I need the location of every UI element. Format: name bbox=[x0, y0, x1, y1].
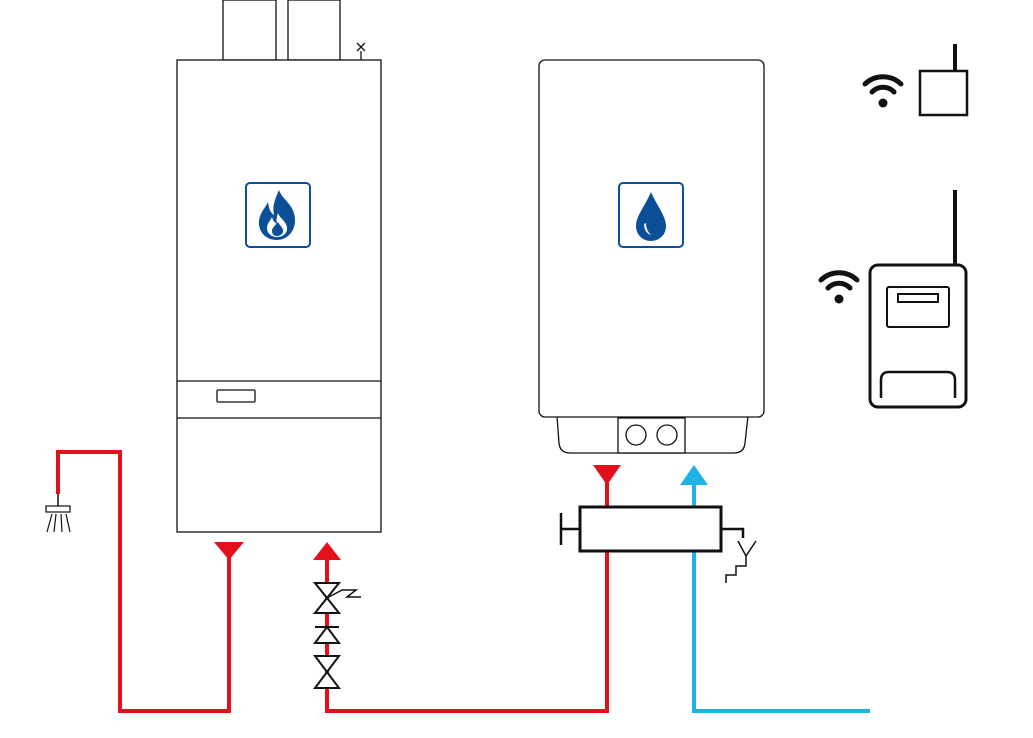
thermostat-button-panel bbox=[879, 370, 957, 398]
air-vent-icon bbox=[356, 42, 366, 52]
thermostat-screen-bar bbox=[897, 293, 939, 303]
mixing-manifold bbox=[559, 505, 757, 583]
flue-pipe-left bbox=[222, 0, 277, 61]
check-valve bbox=[313, 625, 341, 644]
connection-port-right bbox=[656, 424, 678, 446]
wireless-thermostat bbox=[818, 190, 968, 409]
boiler-inlet-arrow bbox=[313, 542, 341, 560]
shutoff-valve bbox=[313, 655, 341, 689]
shower-icon bbox=[45, 494, 71, 533]
hot-pipe-shower bbox=[56, 450, 231, 713]
wifi-icon bbox=[862, 74, 904, 108]
drain-siphon bbox=[725, 540, 757, 583]
siphon-icon bbox=[725, 540, 757, 583]
wifi-module-box bbox=[918, 69, 969, 117]
shower-head bbox=[45, 494, 71, 533]
heater-inlet-arrow bbox=[680, 465, 708, 485]
manifold-drain-stub bbox=[721, 527, 745, 538]
flow-arrows bbox=[214, 465, 708, 560]
manifold-icon bbox=[578, 505, 723, 553]
flame-icon bbox=[245, 182, 311, 248]
boiler-body bbox=[176, 59, 382, 533]
water-heater bbox=[538, 59, 765, 454]
wifi-module bbox=[862, 44, 969, 117]
boiler bbox=[176, 0, 382, 533]
flue-pipe-right bbox=[287, 0, 341, 61]
valve-icon bbox=[326, 589, 361, 599]
valve-stack bbox=[312, 582, 361, 689]
heater-outlet-arrow bbox=[593, 465, 621, 485]
boiler-outlet-arrow bbox=[214, 542, 244, 560]
wifi-icon bbox=[818, 270, 860, 304]
water-drop-icon bbox=[618, 182, 684, 248]
boiler-display bbox=[216, 389, 256, 403]
safety-valve bbox=[312, 582, 361, 614]
connection-port-left bbox=[625, 424, 647, 446]
